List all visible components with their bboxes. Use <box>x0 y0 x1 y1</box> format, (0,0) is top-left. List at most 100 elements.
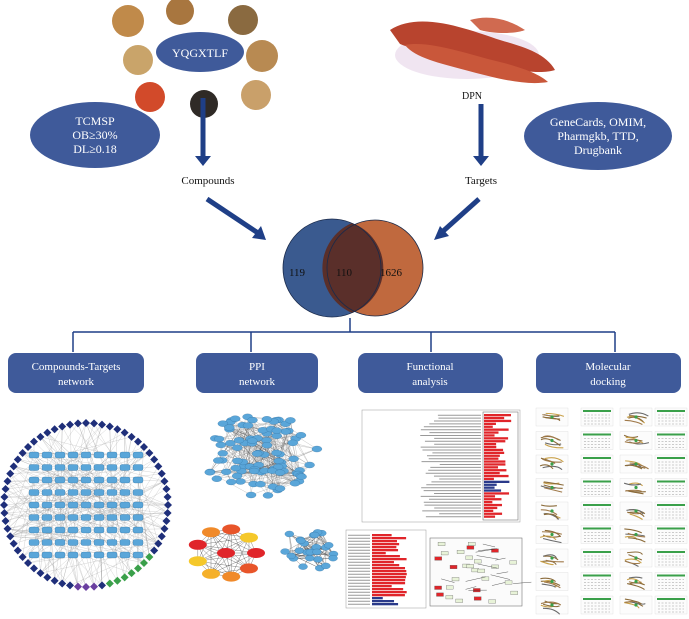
compound-down-arrow-head <box>195 156 211 166</box>
hub-edge <box>210 552 257 574</box>
herb-image <box>135 82 165 112</box>
protein-ribbon <box>542 603 560 608</box>
target-node <box>93 476 105 484</box>
go-bar <box>484 492 510 495</box>
pathway-gene-box <box>434 585 442 590</box>
ligand-mark <box>550 438 554 443</box>
ppi-node <box>215 441 226 449</box>
docking-panel <box>580 572 614 591</box>
ppi-node <box>288 455 299 462</box>
docking-panel <box>580 454 614 474</box>
go-bar <box>484 428 509 431</box>
go-bar <box>484 434 495 437</box>
compound-node <box>24 443 33 452</box>
target-node <box>93 514 105 521</box>
ppi-node <box>248 467 260 475</box>
cluster-node <box>286 552 296 560</box>
kegg-bar <box>372 561 394 564</box>
target-diagonal-arrow <box>439 197 481 235</box>
kegg-bar <box>372 600 395 603</box>
target-node <box>41 451 53 459</box>
compound-node <box>0 501 8 509</box>
target-node <box>80 476 92 484</box>
network-edge <box>40 529 74 574</box>
target-node <box>132 514 144 521</box>
ppi-node <box>217 450 228 457</box>
network-edge <box>85 422 126 468</box>
compound-node <box>154 539 163 548</box>
disease-image <box>390 17 555 84</box>
pathway-arrow <box>465 586 477 590</box>
protein-ribbon <box>544 487 563 493</box>
protein-ribbon <box>627 511 645 518</box>
protein-ribbon <box>627 551 643 555</box>
protein-ribbon <box>540 438 561 447</box>
target-node <box>28 514 40 521</box>
target-node <box>119 551 131 559</box>
go-bar <box>484 440 506 443</box>
kegg-bar <box>372 549 399 552</box>
protein-ribbon <box>542 416 561 420</box>
kegg-bar <box>372 540 397 543</box>
cluster-node <box>284 530 295 538</box>
target-node <box>106 489 118 496</box>
pathway-gene-box <box>436 592 444 597</box>
analysis-label: Molecular <box>585 361 631 373</box>
target-node <box>132 526 144 534</box>
compound-node <box>0 492 9 501</box>
hub-node <box>217 548 235 558</box>
compound-node <box>145 448 154 457</box>
herb-oval <box>156 32 244 72</box>
pathway-arrow <box>495 557 506 561</box>
compound-node <box>58 579 67 588</box>
analysis-label: Compounds-Targets <box>32 361 121 373</box>
kegg-bar <box>372 591 407 594</box>
protein-ribbon <box>629 415 647 419</box>
target-node <box>80 526 92 534</box>
protein-ribbon <box>540 509 558 516</box>
cluster-node <box>310 531 320 539</box>
compound-node <box>113 576 122 585</box>
go-bar <box>484 515 496 518</box>
cluster-node <box>294 547 305 554</box>
docking-panel <box>580 501 614 521</box>
table-header-mark <box>657 598 685 600</box>
network-edge <box>5 488 48 556</box>
network-edge <box>93 423 113 456</box>
ligand-mark <box>550 462 554 466</box>
ligand-mark <box>550 579 554 584</box>
ppi-node <box>287 439 298 447</box>
compounds-targets-network-thumbnail <box>0 419 172 591</box>
compound-db-oval <box>30 102 160 168</box>
docking-panel <box>654 595 688 615</box>
target-node <box>67 489 79 496</box>
compound-node <box>1 485 10 494</box>
docking-panel <box>654 548 688 568</box>
pathway-gene-box <box>445 595 454 600</box>
table-header-mark <box>583 527 611 530</box>
compound-node <box>82 419 90 427</box>
target-db-line: GeneCards, OMIM, <box>550 115 646 129</box>
compound-node <box>162 516 171 525</box>
target-node <box>28 451 40 459</box>
ligand-mark <box>634 509 638 513</box>
ppi-node <box>271 449 282 457</box>
network-edge <box>4 479 48 514</box>
herb-image <box>166 0 194 25</box>
venn-overlap <box>322 223 384 313</box>
protein-ribbon <box>627 490 644 495</box>
target-node <box>28 464 40 471</box>
compound-node <box>120 573 129 582</box>
docking-panel <box>654 525 688 544</box>
compound-node <box>6 532 15 541</box>
table-header-mark <box>583 433 611 436</box>
compound-node <box>82 583 90 591</box>
target-node <box>41 551 53 559</box>
targets-label: Targets <box>465 175 497 187</box>
network-edge <box>46 554 63 584</box>
pathway-gene-box <box>509 560 517 565</box>
ligand-mark <box>550 415 554 419</box>
protein-ribbon <box>629 462 649 470</box>
go-bar-chart-thumbnail <box>361 409 521 523</box>
target-node <box>106 526 118 534</box>
